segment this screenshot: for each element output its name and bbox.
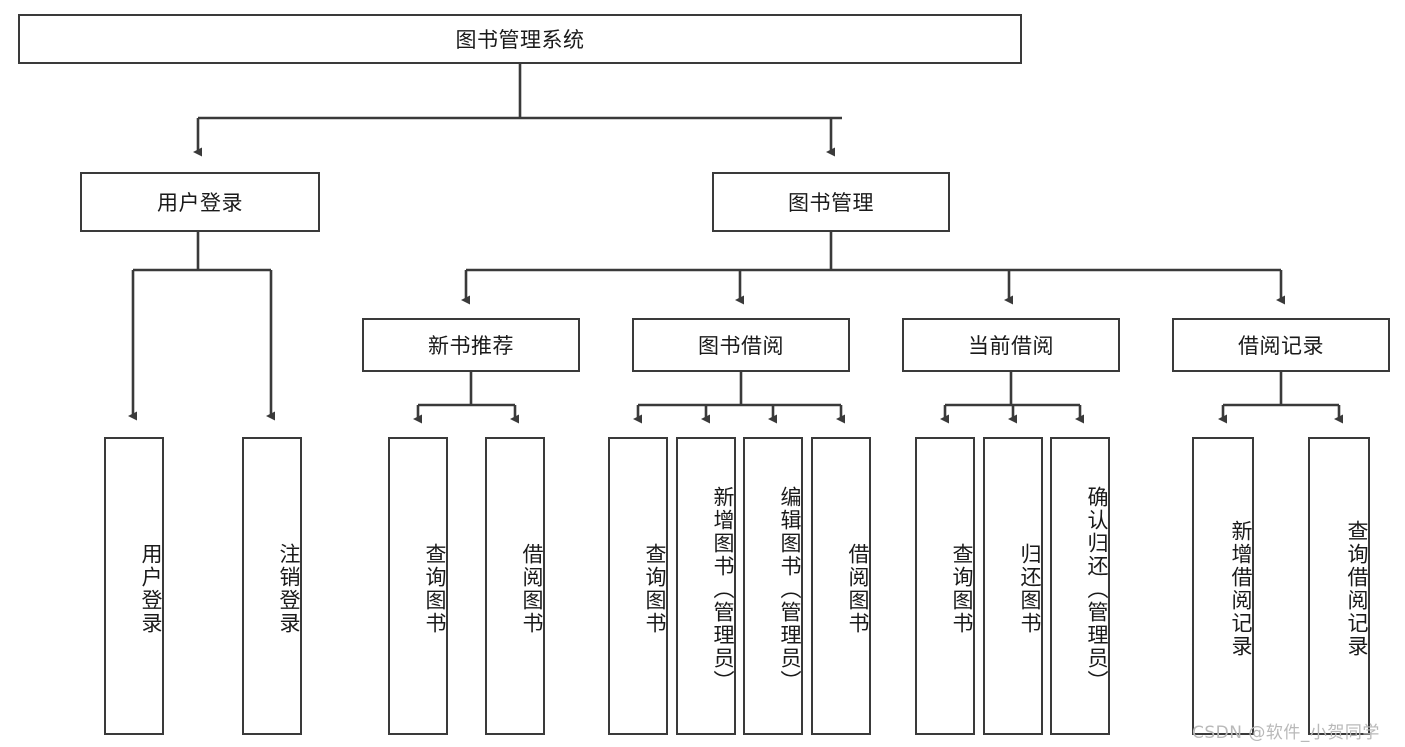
- leaf-edit-book-admin-label: 编辑图书（管理员）: [778, 485, 802, 693]
- node-book-borrow[interactable]: 图书借阅: [632, 318, 850, 372]
- leaf-user-login[interactable]: 用户登录: [104, 437, 164, 735]
- leaf-query-book-current-label: 查询图书: [950, 543, 974, 635]
- leaf-borrow-book-label: 借阅图书: [846, 543, 870, 635]
- leaf-confirm-return-admin[interactable]: 确认归还（管理员）: [1050, 437, 1110, 735]
- leaf-query-book-recommend-label: 查询图书: [423, 543, 447, 635]
- node-current-borrow[interactable]: 当前借阅: [902, 318, 1120, 372]
- node-user-login[interactable]: 用户登录: [80, 172, 320, 232]
- leaf-query-borrow-record-label: 查询借阅记录: [1345, 520, 1369, 658]
- leaf-return-book[interactable]: 归还图书: [983, 437, 1043, 735]
- leaf-add-book-admin[interactable]: 新增图书（管理员）: [676, 437, 736, 735]
- node-book-management-label: 图书管理: [788, 191, 874, 215]
- node-root-label: 图书管理系统: [455, 28, 585, 52]
- node-new-book-recommend-label: 新书推荐: [428, 334, 514, 358]
- leaf-query-book-recommend[interactable]: 查询图书: [388, 437, 448, 735]
- leaf-add-book-admin-label: 新增图书（管理员）: [711, 485, 735, 693]
- node-user-login-label: 用户登录: [157, 191, 243, 215]
- node-book-management[interactable]: 图书管理: [712, 172, 950, 232]
- watermark-text: CSDN @软件_小贺同学: [1192, 723, 1380, 743]
- leaf-confirm-return-admin-label: 确认归还（管理员）: [1085, 485, 1109, 693]
- node-new-book-recommend[interactable]: 新书推荐: [362, 318, 580, 372]
- leaf-query-book-borrow[interactable]: 查询图书: [608, 437, 668, 735]
- node-borrow-record-label: 借阅记录: [1238, 334, 1324, 358]
- node-borrow-record[interactable]: 借阅记录: [1172, 318, 1390, 372]
- leaf-edit-book-admin[interactable]: 编辑图书（管理员）: [743, 437, 803, 735]
- leaf-return-book-label: 归还图书: [1018, 543, 1042, 635]
- node-book-borrow-label: 图书借阅: [698, 334, 784, 358]
- leaf-user-login-label: 用户登录: [139, 543, 163, 635]
- leaf-query-borrow-record[interactable]: 查询借阅记录: [1308, 437, 1370, 735]
- leaf-borrow-book-recommend-label: 借阅图书: [520, 543, 544, 635]
- leaf-add-borrow-record-label: 新增借阅记录: [1229, 520, 1253, 658]
- leaf-borrow-book-recommend[interactable]: 借阅图书: [485, 437, 545, 735]
- leaf-user-logout[interactable]: 注销登录: [242, 437, 302, 735]
- leaf-add-borrow-record[interactable]: 新增借阅记录: [1192, 437, 1254, 735]
- leaf-query-book-current[interactable]: 查询图书: [915, 437, 975, 735]
- leaf-borrow-book[interactable]: 借阅图书: [811, 437, 871, 735]
- node-root[interactable]: 图书管理系统: [18, 14, 1022, 64]
- leaf-user-logout-label: 注销登录: [277, 543, 301, 635]
- leaf-query-book-borrow-label: 查询图书: [643, 543, 667, 635]
- node-current-borrow-label: 当前借阅: [968, 334, 1054, 358]
